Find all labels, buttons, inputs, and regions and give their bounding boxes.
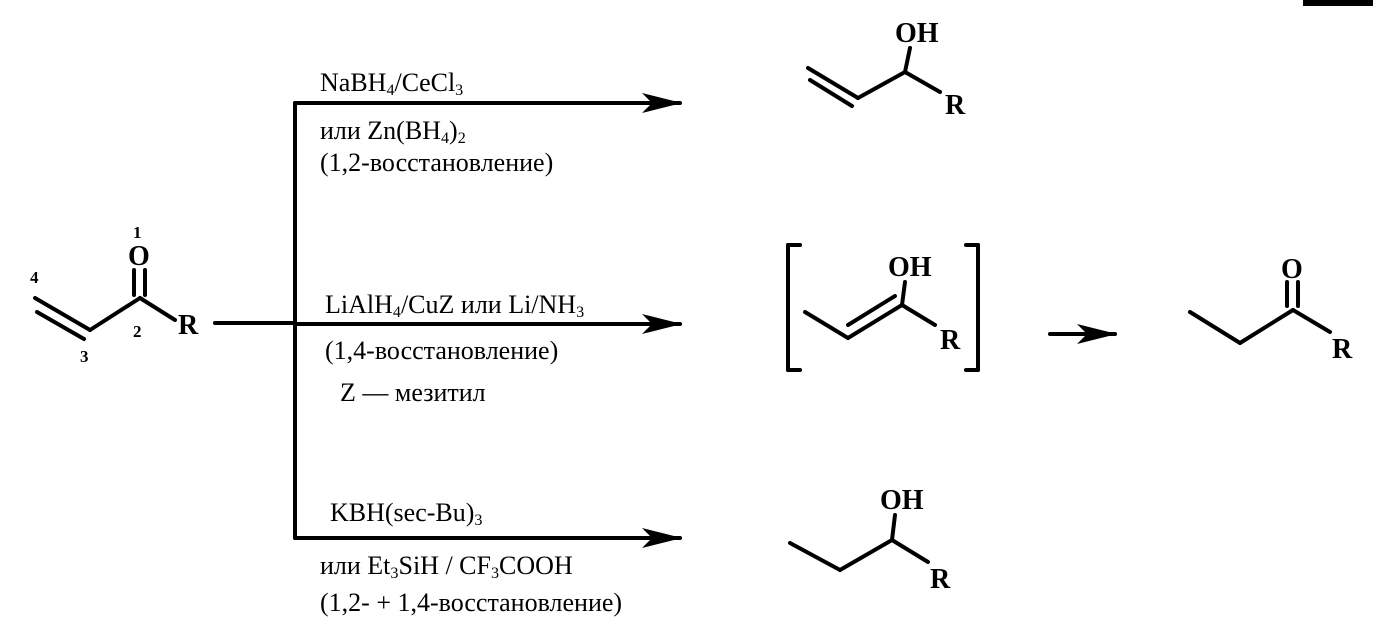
allyl-alcohol-structure <box>806 46 942 108</box>
reagent-middle-line2: (1,4-восстановление) <box>325 336 559 365</box>
ketone-r: R <box>1332 334 1353 365</box>
reagent-bottom-line3: (1,2- + 1,4-восстановление) <box>320 588 623 617</box>
reagent-bottom-line1: KBH(sec-Bu)3 <box>330 498 483 530</box>
reagent-top-line3: (1,2-восстановление) <box>320 148 554 177</box>
position-label-1: 1 <box>133 223 142 242</box>
saturated-alcohol-structure <box>788 513 930 572</box>
saturated-alcohol-oh: OH <box>880 485 924 516</box>
reactant-substituent-r: R <box>178 310 199 341</box>
reagent-middle-line3: Z — мезитил <box>340 378 486 407</box>
position-label-3: 3 <box>80 347 89 366</box>
enol-r: R <box>940 325 961 356</box>
enol-oh: OH <box>888 252 932 283</box>
reactant-structure <box>33 268 177 341</box>
reagent-bottom-line2: или Et3SiH / CF3COOH <box>320 551 573 583</box>
corner-mark <box>1303 0 1373 6</box>
position-label-4: 4 <box>30 268 39 287</box>
enol-structure <box>786 243 980 372</box>
allyl-alcohol-r: R <box>945 90 966 121</box>
reagent-middle-line1: LiAlH4/CuZ или Li/NH3 <box>325 290 585 322</box>
position-label-2: 2 <box>133 322 142 341</box>
ketone-oxygen: O <box>1281 254 1303 285</box>
reactant-oxygen: O <box>128 241 150 272</box>
allyl-alcohol-oh: OH <box>895 18 939 49</box>
branch-lines <box>213 93 682 548</box>
ketone-structure <box>1188 280 1332 345</box>
reagent-top-line1: NaBH4/CeCl3 <box>320 68 464 100</box>
reagent-top-line2: или Zn(BH4)2 <box>320 116 466 148</box>
saturated-alcohol-r: R <box>930 564 951 595</box>
